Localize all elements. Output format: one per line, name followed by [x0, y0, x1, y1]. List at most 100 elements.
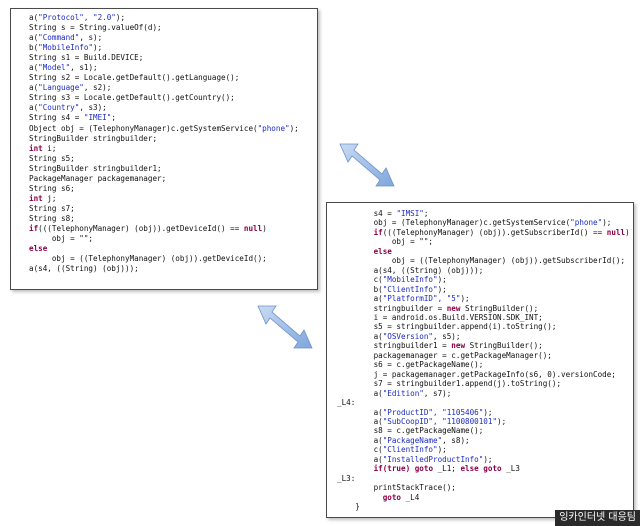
- code-token: (((TelephonyManager) (obj)).getDeviceId(…: [38, 223, 244, 233]
- code-line: s7 = stringbuilder1.append(j).toString()…: [337, 379, 633, 388]
- code-token: String s2 = Locale.getDefault().getLangu…: [29, 73, 240, 83]
- code-token: );: [437, 445, 447, 455]
- code-token: String s4 =: [29, 113, 84, 123]
- code-token: goto: [382, 492, 402, 502]
- code-token: StringBuilder stringbuilder;: [29, 133, 158, 143]
- code-token: );: [437, 275, 447, 285]
- code-token: );: [115, 13, 126, 22]
- code-token: "PlatformID", "5": [382, 294, 461, 304]
- code-line: b("ClientInfo");: [337, 285, 633, 294]
- code-token: Object obj = (TelephonyManager)c.getSyst…: [29, 123, 258, 133]
- code-token: "Protocol", "2.0": [38, 13, 116, 22]
- code-line: a("Language", s2);: [29, 83, 317, 93]
- code-line: obj = ((TelephonyManager) (obj)).getDevi…: [29, 254, 317, 264]
- code-token: String s5;: [29, 153, 75, 163]
- code-token: _L3:: [337, 473, 356, 483]
- code-line: c("MobileInfo");: [337, 275, 633, 284]
- code-token: a(: [29, 103, 39, 113]
- code-line: a("Command", s);: [29, 33, 317, 43]
- code-token: String s8;: [29, 213, 75, 223]
- code-line: s6 = c.getPackageName();: [337, 360, 633, 369]
- code-token: _L1;: [433, 464, 461, 474]
- code-line: obj = (TelephonyManager)c.getSystemServi…: [337, 218, 633, 227]
- code-token: "OSVersion": [382, 331, 434, 341]
- code-token: "Model": [38, 63, 71, 73]
- code-line: String s8;: [29, 214, 317, 224]
- code-line: _L3:: [337, 474, 633, 483]
- code-line: a("InstalledProductInfo");: [337, 455, 633, 464]
- code-line: _L4:: [337, 398, 633, 407]
- code-token: null: [606, 227, 626, 237]
- code-line: c("ClientInfo");: [337, 445, 633, 454]
- code-token: String s7;: [29, 203, 75, 213]
- code-token: a(s4, ((String) (obj)));: [29, 264, 139, 274]
- code-token: , s8);: [442, 435, 470, 445]
- code-line: String s4 = "IMEI";: [29, 113, 317, 123]
- code-token: b(: [337, 284, 383, 294]
- code-token: else: [373, 246, 392, 256]
- code-line: obj = ((TelephonyManager) (obj)).getSubs…: [337, 256, 633, 265]
- code-token: int: [29, 143, 43, 153]
- code-line: String s3 = Locale.getDefault().getCount…: [29, 93, 317, 103]
- code-token: "PackageName": [382, 435, 443, 445]
- code-token: c(: [337, 445, 383, 455]
- code-token: );: [497, 416, 507, 426]
- code-line: String s = String.valueOf(d);: [29, 23, 317, 33]
- code-token: );: [602, 218, 612, 228]
- code-token: printStackTrace();: [337, 483, 456, 493]
- code-token: [337, 464, 374, 473]
- code-token: _L3: [501, 464, 520, 474]
- code-token: , s2);: [83, 83, 112, 93]
- code-token: _L4:: [337, 398, 356, 408]
- code-token: String s6;: [29, 183, 75, 193]
- code-listing-right: s4 = "IMSI"; obj = (TelephonyManager)c.g…: [327, 203, 633, 517]
- code-token: "Edition": [382, 388, 424, 398]
- double-arrow-icon: [339, 143, 395, 187]
- code-line: printStackTrace();: [337, 483, 633, 492]
- code-token: "IMSI": [396, 209, 424, 218]
- code-token: [337, 493, 383, 502]
- code-panel-left: a("Protocol", "2.0");String s = String.v…: [10, 8, 318, 290]
- code-token: "InstalledProductInfo": [382, 454, 484, 464]
- code-token: s4 =: [337, 209, 397, 218]
- code-token: a(: [337, 388, 383, 398]
- code-token: ;: [111, 113, 116, 123]
- code-token: if: [373, 227, 383, 237]
- code-token: , s1);: [70, 63, 98, 73]
- code-line: a("Protocol", "2.0");: [29, 13, 317, 23]
- code-line: StringBuilder stringbuilder;: [29, 134, 317, 144]
- code-token: );: [483, 454, 493, 464]
- code-token: , s3);: [79, 103, 107, 113]
- code-token: [337, 228, 374, 237]
- code-token: a(: [29, 83, 39, 93]
- code-token: a(: [337, 294, 383, 304]
- code-line: s8 = c.getPackageName();: [337, 426, 633, 435]
- code-line: a("Country", s3);: [29, 103, 317, 113]
- code-line: a("PackageName", s8);: [337, 436, 633, 445]
- code-token: obj = "";: [29, 234, 94, 244]
- code-line: if(((TelephonyManager) (obj)).getDeviceI…: [29, 224, 317, 234]
- code-token: ): [262, 223, 267, 233]
- code-token: StringBuilder();: [460, 303, 539, 313]
- code-token: [337, 247, 374, 256]
- code-token: new: [446, 303, 461, 313]
- code-line: PackageManager packagemanager;: [29, 174, 317, 184]
- code-token: null: [243, 223, 263, 233]
- watermark-label: 잉카인터넷 대응팀: [555, 510, 640, 526]
- code-token: a(s4, ((String) (obj)));: [337, 265, 484, 275]
- code-token: obj = "";: [337, 237, 434, 247]
- code-token: i;: [42, 143, 57, 153]
- code-token: "ProductID", "1105406": [382, 407, 484, 417]
- code-line: s4 = "IMSI";: [337, 209, 633, 218]
- code-token: if(true) goto: [373, 464, 434, 474]
- code-line: a("Model", s1);: [29, 63, 317, 73]
- code-token: StringBuilder stringbuilder1;: [29, 163, 162, 173]
- code-token: "phone": [257, 123, 290, 133]
- code-listing-left: a("Protocol", "2.0");String s = String.v…: [11, 9, 317, 289]
- code-token: "Country": [38, 103, 80, 113]
- code-line: else: [29, 244, 317, 254]
- code-line: a(s4, ((String) (obj)));: [337, 266, 633, 275]
- code-token: , s5);: [433, 331, 461, 341]
- code-token: if: [29, 223, 39, 233]
- code-token: _L4: [401, 492, 420, 502]
